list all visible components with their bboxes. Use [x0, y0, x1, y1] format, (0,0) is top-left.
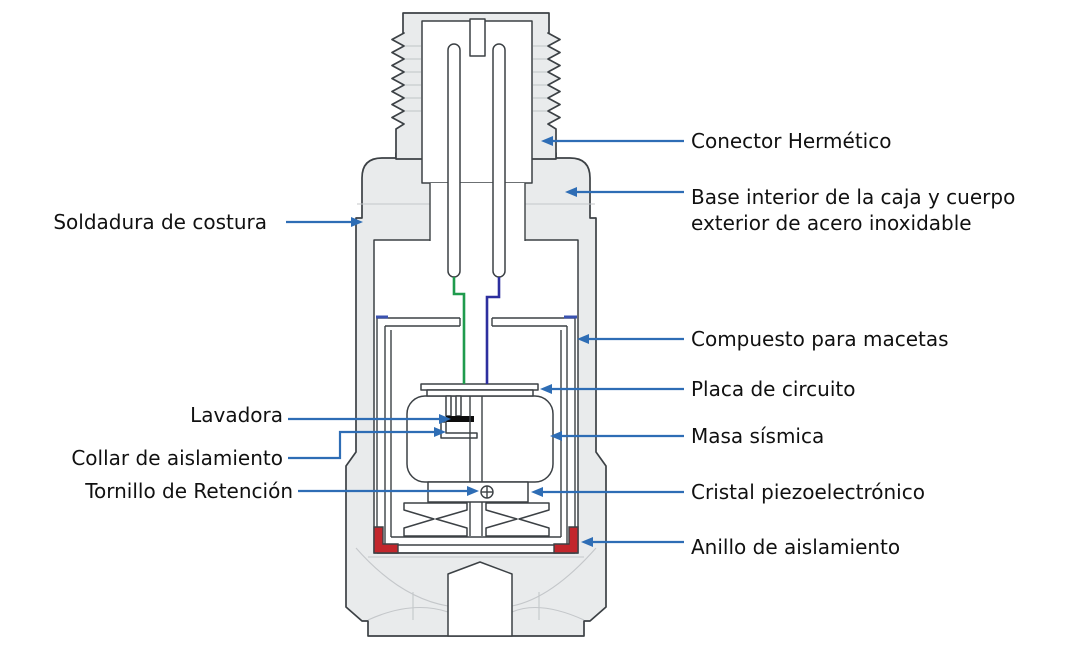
board-standoff [455, 395, 462, 417]
label-conector-hermetico: Conector Hermético [691, 129, 892, 153]
label-cristal-piezoelectronico: Cristal piezoelectrónico [691, 480, 925, 504]
arrow-soldadura-de-costura [286, 217, 363, 227]
label-anillo-de-aislamiento: Anillo de aislamiento [691, 535, 901, 559]
spring-washer-left [403, 502, 468, 537]
label-collar-de-aislamiento: Collar de aislamiento [71, 446, 283, 470]
board-standoff [445, 395, 452, 417]
arrow-tornillo-de-retencion [298, 486, 479, 496]
label-masa-sismica: Masa sísmica [691, 424, 825, 448]
label-lavadora: Lavadora [190, 403, 283, 427]
arrow-base-interior [565, 187, 684, 197]
circuit-board-lower [426, 389, 534, 397]
connector-keyway [469, 18, 486, 57]
isolation-collar [440, 421, 478, 439]
circuit-board [420, 383, 539, 391]
feedthrough-slot [429, 183, 526, 241]
seismic-mass [406, 395, 554, 483]
wire-green [452, 277, 466, 384]
thread-relief-lines [405, 45, 547, 112]
hex-base-detail [355, 547, 597, 621]
spring-washer-right [485, 502, 550, 537]
label-tornillo-de-retencion: Tornillo de Retención [85, 479, 293, 503]
arrow-lavadora [288, 414, 451, 424]
isolation-ring-left [373, 526, 399, 554]
arrow-masa-sismica [550, 431, 684, 441]
arrow-collar-de-aislamiento [288, 427, 446, 460]
connector-pin-right [492, 43, 506, 278]
mounting-hole [447, 561, 513, 637]
arrow-placa-de-circuito [540, 384, 684, 394]
arrow-cristal-piezoelectronico [531, 487, 684, 497]
label-base-interior: Base interior de la caja y cuerpo exteri… [691, 185, 1016, 235]
label-placa-de-circuito: Placa de circuito [691, 377, 856, 401]
wire-blue [485, 277, 501, 384]
retention-screw-symbol [480, 485, 494, 499]
connector-pin-left [447, 43, 461, 278]
washer [446, 416, 474, 422]
label-compuesto-para-macetas: Compuesto para macetas [691, 327, 949, 351]
label-soldadura-de-costura: Soldadura de costura [53, 210, 267, 234]
hermetic-connector [391, 12, 561, 278]
arrow-compuesto-para-macetas [577, 334, 684, 344]
arrow-anillo-de-aislamiento [581, 537, 684, 547]
callout-arrows [286, 136, 684, 547]
isolation-ring-right [553, 526, 579, 554]
arrow-conector-hermetico [541, 136, 684, 146]
